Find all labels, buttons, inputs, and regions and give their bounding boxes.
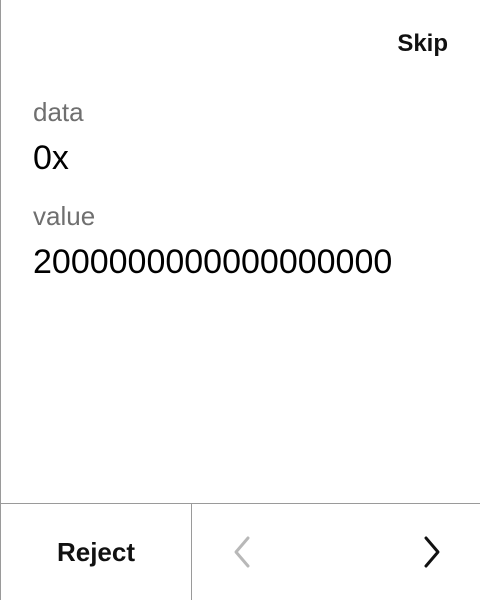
chevron-right-icon (424, 536, 440, 568)
bottom-action-bar: Reject (1, 503, 480, 600)
value-field-value: 2000000000000000000 (33, 243, 393, 281)
data-field-label: data (33, 97, 84, 127)
data-field-value: 0x (33, 139, 69, 177)
previous-page-button[interactable] (228, 535, 258, 569)
value-field-label: value (33, 201, 96, 231)
page-navigation (192, 504, 480, 600)
next-page-button[interactable] (416, 535, 446, 569)
skip-button[interactable]: Skip (397, 30, 448, 57)
chevron-left-icon (234, 536, 250, 568)
reject-button[interactable]: Reject (1, 504, 192, 600)
